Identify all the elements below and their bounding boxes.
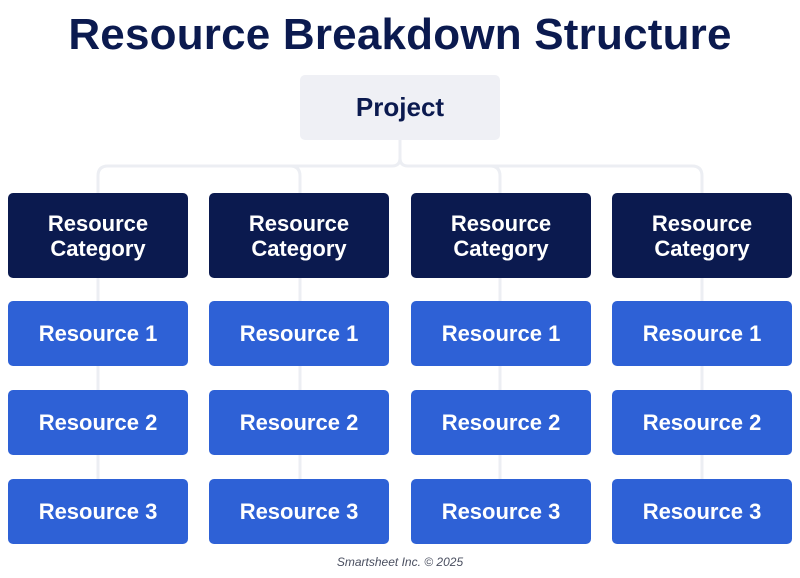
category-label: Resource Category	[248, 210, 350, 261]
category-node-2: Resource Category	[209, 193, 389, 278]
resource-label: Resource 1	[642, 320, 762, 346]
project-node: Project	[300, 75, 500, 140]
category-label: Resource Category	[450, 210, 552, 261]
resource-label: Resource 1	[38, 320, 158, 346]
resource-label: Resource 2	[642, 409, 762, 435]
category-node-4: Resource Category	[612, 193, 792, 278]
resource-node-4-1: Resource 1	[612, 301, 792, 366]
resource-label: Resource 2	[38, 409, 158, 435]
connector-col2	[289, 164, 302, 520]
resource-label: Resource 2	[441, 409, 561, 435]
resource-label: Resource 2	[239, 409, 359, 435]
resource-label: Resource 3	[642, 498, 762, 524]
connector-col3	[489, 164, 502, 520]
category-node-3: Resource Category	[411, 193, 591, 278]
category-node-1: Resource Category	[8, 193, 188, 278]
copyright-footer: Smartsheet Inc. © 2025	[336, 555, 464, 569]
connector-project-right	[398, 157, 704, 520]
resource-label: Resource 1	[239, 320, 359, 346]
resource-node-1-2: Resource 2	[8, 390, 188, 455]
resource-label: Resource 3	[239, 498, 359, 524]
resource-node-3-3: Resource 3	[411, 479, 591, 544]
resource-node-3-2: Resource 2	[411, 390, 591, 455]
resource-node-2-2: Resource 2	[209, 390, 389, 455]
resource-node-4-3: Resource 3	[612, 479, 792, 544]
category-label: Resource Category	[47, 210, 149, 261]
resource-node-4-2: Resource 2	[612, 390, 792, 455]
resource-label: Resource 1	[441, 320, 561, 346]
category-label: Resource Category	[651, 210, 753, 261]
project-label: Project	[355, 92, 445, 122]
resource-node-3-1: Resource 1	[411, 301, 591, 366]
resource-label: Resource 3	[38, 498, 158, 524]
resource-node-1-3: Resource 3	[8, 479, 188, 544]
resource-node-1-1: Resource 1	[8, 301, 188, 366]
resource-label: Resource 3	[441, 498, 561, 524]
resource-node-2-3: Resource 3	[209, 479, 389, 544]
diagram-title: Resource Breakdown Structure	[68, 10, 732, 59]
resource-node-2-1: Resource 1	[209, 301, 389, 366]
